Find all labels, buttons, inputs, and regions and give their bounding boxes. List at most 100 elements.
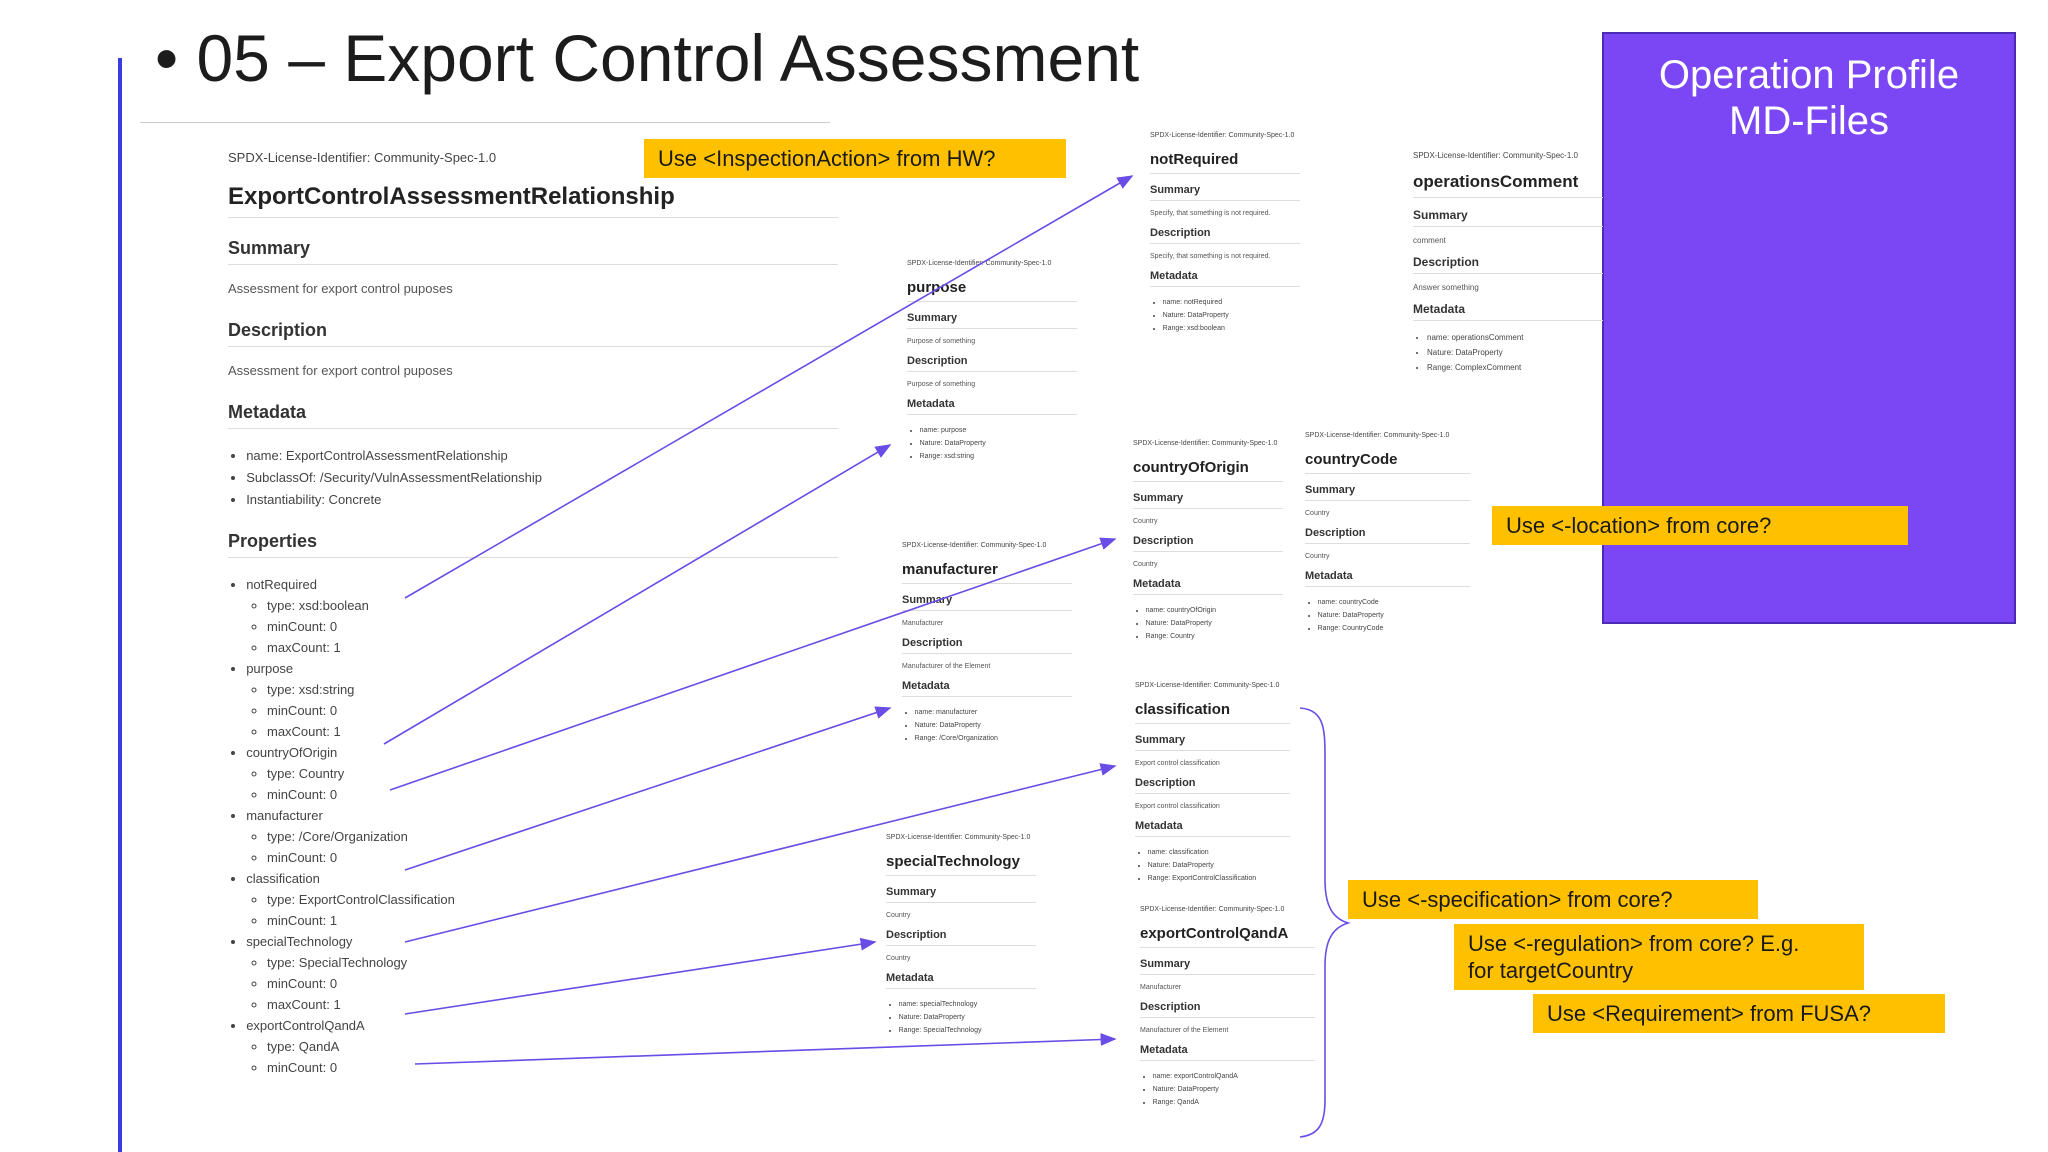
card-description-heading: Description [1150, 227, 1300, 244]
main-summary-text: Assessment for export control puposes [228, 281, 453, 296]
main-description-heading: Description [228, 320, 838, 347]
card-metadata-heading: Metadata [1133, 578, 1283, 595]
card-description-heading: Description [902, 637, 1072, 654]
property-attr: type: /Core/Organization [267, 826, 838, 847]
card-metadata-item: Range: Country [1146, 630, 1283, 643]
main-spec-document: SPDX-License-Identifier: Community-Spec-… [228, 150, 838, 1078]
card-metadata-item: Nature: DataProperty [1153, 1083, 1315, 1096]
card-summary-text: Manufacturer [902, 620, 944, 627]
property-attr: maxCount: 1 [267, 637, 838, 658]
property-attr: type: SpecialTechnology [267, 952, 838, 973]
card-metadata-item: Nature: DataProperty [899, 1011, 1036, 1024]
card-description-heading: Description [1305, 527, 1470, 544]
card-summary-heading: Summary [907, 312, 1077, 329]
card-countryCode: SPDX-License-Identifier: Community-Spec-… [1305, 432, 1470, 635]
card-description-heading: Description [1135, 777, 1290, 794]
card-exportControlQandA: SPDX-License-Identifier: Community-Spec-… [1140, 906, 1315, 1109]
card-metadata-item: Range: ComplexComment [1427, 360, 1603, 375]
card-description-text: Specify, that something is not required. [1150, 253, 1271, 260]
property-attr: type: ExportControlClassification [267, 889, 838, 910]
callout-specification: Use <-specification> from core? [1348, 880, 1758, 919]
card-description-heading: Description [1140, 1001, 1315, 1018]
main-metadata-item: name: ExportControlAssessmentRelationshi… [246, 445, 838, 467]
card-metadata-heading: Metadata [1150, 270, 1300, 287]
card-metadata-heading: Metadata [1140, 1044, 1315, 1061]
main-metadata-item: SubclassOf: /Security/VulnAssessmentRela… [246, 467, 838, 489]
card-summary-text: Purpose of something [907, 338, 976, 345]
card-summary-heading: Summary [902, 594, 1072, 611]
card-summary-heading: Summary [1305, 484, 1470, 501]
card-license: SPDX-License-Identifier: Community-Spec-… [1413, 151, 1578, 160]
card-license: SPDX-License-Identifier: Community-Spec-… [1140, 906, 1285, 913]
card-operationsComment: SPDX-License-Identifier: Community-Spec-… [1413, 151, 1603, 375]
main-summary-heading: Summary [228, 238, 838, 265]
card-metadata-item: Range: xsd:boolean [1163, 322, 1300, 335]
property-item: notRequired type: xsd:boolean minCount: … [246, 574, 838, 658]
property-attr: type: xsd:boolean [267, 595, 838, 616]
card-name: manufacturer [902, 561, 1072, 584]
main-metadata-list: name: ExportControlAssessmentRelationshi… [228, 445, 838, 511]
property-attr: minCount: 0 [267, 700, 838, 721]
property-attr: minCount: 0 [267, 847, 838, 868]
card-license: SPDX-License-Identifier: Community-Spec-… [1150, 132, 1295, 139]
card-metadata-item: Nature: DataProperty [1146, 617, 1283, 630]
card-metadata-item: Nature: DataProperty [915, 719, 1072, 732]
callout-requirement: Use <Requirement> from FUSA? [1533, 994, 1945, 1033]
card-summary-text: Country [1305, 510, 1330, 517]
card-summary-heading: Summary [1135, 734, 1290, 751]
card-summary-text: Specify, that something is not required. [1150, 210, 1271, 217]
card-metadata-list: name: countryCode Nature: DataProperty R… [1305, 596, 1470, 635]
card-summary-text: Country [886, 912, 911, 919]
card-metadata-item: Nature: DataProperty [920, 437, 1077, 450]
card-summary-heading: Summary [1140, 958, 1315, 975]
card-metadata-item: Nature: DataProperty [1163, 309, 1300, 322]
card-name: countryOfOrigin [1133, 459, 1283, 482]
card-summary-heading: Summary [1413, 208, 1603, 227]
card-metadata-heading: Metadata [1135, 820, 1290, 837]
card-metadata-item: name: notRequired [1163, 296, 1300, 309]
callout-location: Use <-location> from core? [1492, 506, 1908, 545]
card-name: operationsComment [1413, 172, 1603, 198]
main-metadata-heading: Metadata [228, 402, 838, 429]
card-metadata-heading: Metadata [902, 680, 1072, 697]
card-metadata-item: Range: CountryCode [1318, 622, 1470, 635]
card-metadata-item: Range: ExportControlClassification [1148, 872, 1290, 885]
card-classification: SPDX-License-Identifier: Community-Spec-… [1135, 682, 1290, 885]
card-metadata-item: Nature: DataProperty [1148, 859, 1290, 872]
card-description-text: Country [1133, 561, 1158, 568]
card-notRequired: SPDX-License-Identifier: Community-Spec-… [1150, 132, 1300, 335]
card-metadata-item: name: classification [1148, 846, 1290, 859]
callout-regulation: Use <-regulation> from core? E.g. for ta… [1454, 924, 1864, 990]
card-name: classification [1135, 701, 1290, 724]
card-metadata-item: name: countryOfOrigin [1146, 604, 1283, 617]
property-name: exportControlQandA [246, 1018, 365, 1033]
property-name: specialTechnology [246, 934, 353, 949]
property-attr: maxCount: 1 [267, 994, 838, 1015]
card-description-text: Manufacturer of the Element [902, 663, 991, 670]
card-license: SPDX-License-Identifier: Community-Spec-… [1305, 432, 1450, 439]
card-metadata-heading: Metadata [1413, 302, 1603, 321]
card-metadata-list: name: manufacturer Nature: DataProperty … [902, 706, 1072, 745]
card-description-text: Country [1305, 553, 1330, 560]
card-description-heading: Description [1133, 535, 1283, 552]
card-metadata-item: name: purpose [920, 424, 1077, 437]
slide-accent-bar [118, 58, 122, 1152]
operation-profile-title: Operation Profile MD-Files [1658, 53, 1960, 143]
card-summary-heading: Summary [1133, 492, 1283, 509]
property-attr: minCount: 0 [267, 784, 838, 805]
card-metadata-item: name: specialTechnology [899, 998, 1036, 1011]
card-license: SPDX-License-Identifier: Community-Spec-… [907, 260, 1052, 267]
property-attr: maxCount: 1 [267, 721, 838, 742]
card-metadata-item: Range: SpecialTechnology [899, 1024, 1036, 1037]
card-metadata-list: name: purpose Nature: DataProperty Range… [907, 424, 1077, 463]
card-summary-heading: Summary [886, 886, 1036, 903]
card-manufacturer: SPDX-License-Identifier: Community-Spec-… [902, 542, 1072, 745]
card-name: notRequired [1150, 151, 1300, 174]
card-metadata-list: name: countryOfOrigin Nature: DataProper… [1133, 604, 1283, 643]
main-description-text: Assessment for export control puposes [228, 363, 453, 378]
card-description-text: Answer something [1413, 283, 1479, 292]
slide-title: • 05 – Export Control Assessment [155, 21, 1140, 95]
card-summary-text: Country [1133, 518, 1158, 525]
card-purpose: SPDX-License-Identifier: Community-Spec-… [907, 260, 1077, 463]
card-metadata-list: name: operationsComment Nature: DataProp… [1413, 330, 1603, 375]
